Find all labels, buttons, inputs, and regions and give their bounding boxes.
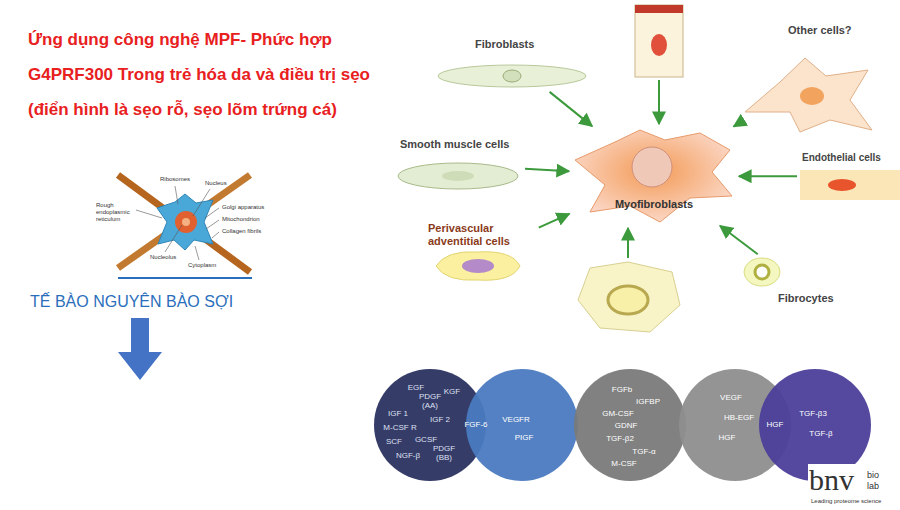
factor-name: TGF-α [632, 447, 655, 456]
down-arrow [118, 318, 162, 380]
cell-illustrations [398, 5, 900, 332]
factor-name: HGF [767, 420, 784, 430]
cell-label: Perivascular adventitial cells [428, 222, 532, 248]
nucleus [755, 265, 769, 279]
factor-name: PDGF (AA) [417, 392, 443, 410]
perivascular-cell [436, 252, 520, 280]
arrow [658, 80, 660, 124]
arrow-connector [550, 92, 592, 126]
factor-name: M-CSF R [383, 423, 416, 432]
part-label: Golgi apparatus [222, 204, 264, 211]
endothelial-cell [800, 170, 900, 200]
nucleus [632, 147, 672, 187]
part-label: Ribosomes [160, 176, 190, 183]
factor-name: FGFb [612, 385, 632, 394]
cell-label: Other cells? [788, 24, 852, 37]
factor-name: GCSF [415, 435, 437, 444]
cell-node: Smooth muscle cells [396, 138, 522, 192]
factor-name: KGF [444, 387, 460, 396]
factor-name: FGF-6 [464, 420, 487, 430]
caption-text: TẾ BÀO NGUYÊN BÀO SỢI [30, 292, 233, 311]
arrow-connector [720, 226, 758, 254]
factor-name: TGF-β3 [799, 409, 827, 418]
nucleus [462, 259, 494, 273]
underline [118, 277, 252, 279]
circle-fill [679, 369, 791, 481]
factor-name: M-CSF [611, 459, 636, 468]
leader-lines [136, 186, 219, 260]
nucleus [651, 34, 667, 56]
factor-name: SCF [386, 437, 402, 446]
arrow-connector [525, 169, 569, 171]
factor-name: EGF [408, 383, 424, 392]
smooth-muscle-cell [398, 163, 518, 189]
unnamed-cell [578, 262, 680, 332]
part-label: Collagen fibrils [222, 228, 261, 235]
nucleus [503, 70, 521, 82]
factor-name: HGF [719, 433, 736, 442]
factor-name: GM-CSF [602, 409, 634, 418]
factor-name: TGF-β [809, 429, 832, 438]
cell-label: Fibrocytes [778, 292, 834, 305]
logo-text: lab [866, 481, 880, 492]
cell-label: Myofibroblasts [572, 198, 736, 211]
factor-name: GDNF [615, 421, 638, 430]
other-cell [745, 58, 872, 132]
arrow-connector [739, 175, 797, 177]
cell-node: Other cells? [740, 24, 880, 134]
factor-name: IGF 2 [430, 415, 450, 424]
collagen-fibril [118, 175, 250, 272]
cell-label: Endothelial cells [802, 151, 881, 164]
cell-node: Fibroblasts [440, 38, 590, 90]
circle-fill [574, 369, 686, 481]
factor-name: NGF-β [396, 451, 420, 460]
factor-name: IGF 1 [388, 409, 408, 418]
logo-text: bnv [808, 464, 855, 496]
nucleus [442, 171, 474, 181]
title: Ứng dụng công nghệ MPF- Phức hợp G4PRF30… [28, 22, 413, 127]
cell-node: Myofibroblasts [572, 128, 736, 224]
nucleus [828, 179, 856, 191]
fibrocyte-cell [744, 258, 780, 286]
arrow-connector [539, 214, 570, 228]
part-label: Rough endoplasmic reticulum [96, 202, 136, 223]
part-label: Mitochondrion [222, 216, 260, 223]
cell-node: Endothelial cells [800, 151, 898, 202]
epithelial-cell [635, 5, 683, 77]
part-label: Nucleus [205, 180, 227, 187]
nucleus [608, 286, 648, 314]
epithelial-border [635, 5, 683, 13]
factor-name: HB-EGF [724, 413, 754, 422]
factor-circle: FGFbIGFBPGM-CSF GDNF TGF-β2TGF-αM-CSF [574, 369, 686, 481]
cell-body [157, 194, 213, 250]
cell-label: Fibroblasts [475, 38, 534, 51]
factor-name: PDGF (BB) [430, 444, 458, 462]
cell-node: Perivascular adventitial cells [428, 222, 536, 284]
part-label: Cytoplasm [188, 262, 216, 269]
nucleus [175, 211, 197, 233]
factor-name: IGFBP [636, 397, 660, 406]
factor-name: PIGF [515, 433, 534, 442]
fibroblast-illustration [118, 175, 252, 278]
cell-label: Smooth muscle cells [400, 138, 509, 151]
factor-name: VEGF [720, 393, 742, 402]
nucleolus [182, 218, 190, 226]
cell-node: Fibrocytes [738, 256, 850, 307]
logo-text: bio [866, 470, 880, 481]
nucleus [800, 87, 824, 105]
logo-text: Leading proteome science [810, 498, 882, 505]
fibroblast-cell [438, 65, 586, 87]
part-label: Nucleolus [150, 254, 176, 261]
factor-name: TGF-β2 [606, 434, 634, 443]
factor-name: VEGFR [502, 415, 530, 424]
arrow [627, 228, 629, 258]
arrow-connector [734, 124, 738, 126]
